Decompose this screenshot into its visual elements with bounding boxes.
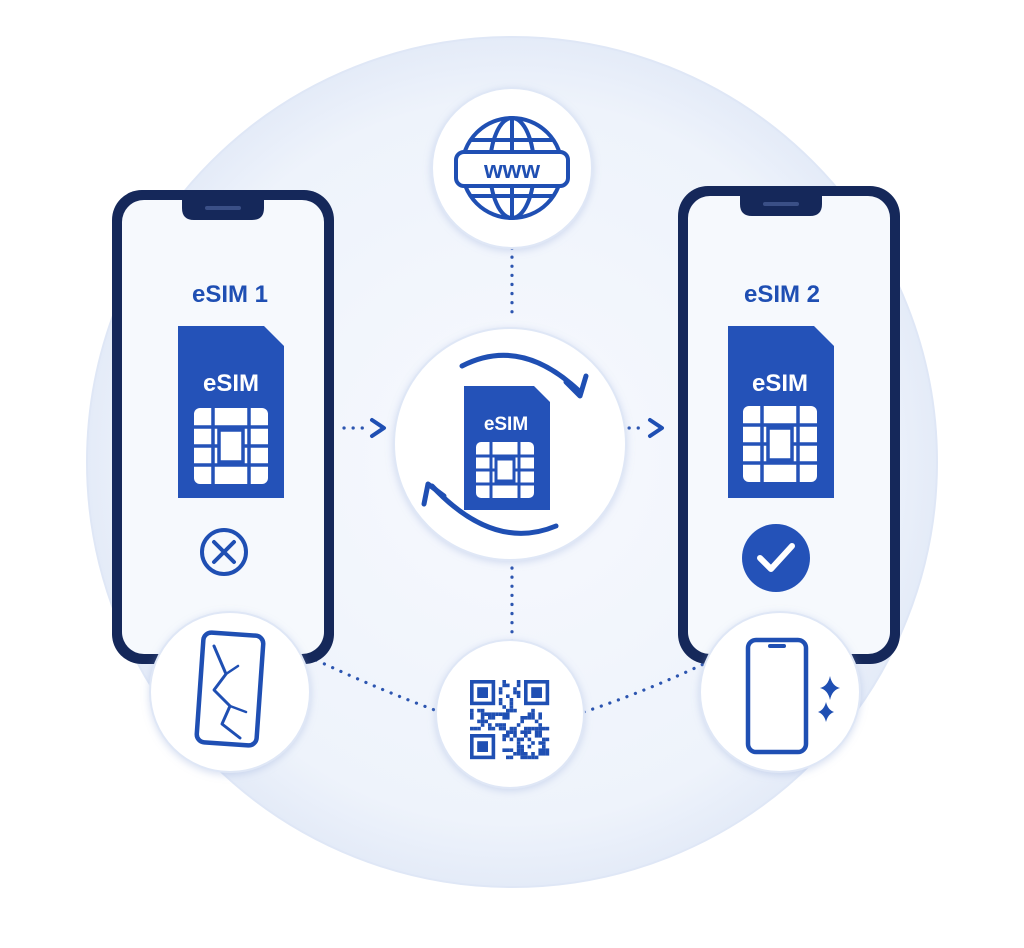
transfer-arrows-icon [421, 352, 589, 536]
arrow-right-icon [648, 418, 664, 438]
phone-label: eSIM 1 [192, 281, 268, 308]
cracked-phone-icon [194, 630, 266, 748]
phone-new: eSIM 2 eSIM [678, 186, 900, 664]
sim-label: eSIM [752, 370, 808, 397]
phone-label: eSIM 2 [744, 281, 820, 308]
x-circle-icon [200, 528, 248, 576]
qr-code-node [435, 639, 585, 789]
sim-label: eSIM [203, 370, 259, 397]
new-phone-sparkle-icon [745, 637, 840, 755]
sim-card: eSIM [464, 386, 550, 510]
new-phone-node [699, 611, 861, 773]
connector-lines [314, 246, 714, 714]
check-circle-icon [742, 524, 810, 592]
arrow-right-icon [370, 418, 386, 438]
qr-code-icon [470, 680, 550, 760]
phone-old: eSIM 1 eSIM [112, 190, 334, 664]
cracked-phone-node [149, 611, 311, 773]
globe-www-icon [454, 116, 570, 220]
sim-card: eSIM [728, 326, 834, 498]
sim-card: eSIM [178, 326, 284, 498]
www-label: www [483, 157, 540, 184]
sim-label: eSIM [484, 414, 528, 435]
